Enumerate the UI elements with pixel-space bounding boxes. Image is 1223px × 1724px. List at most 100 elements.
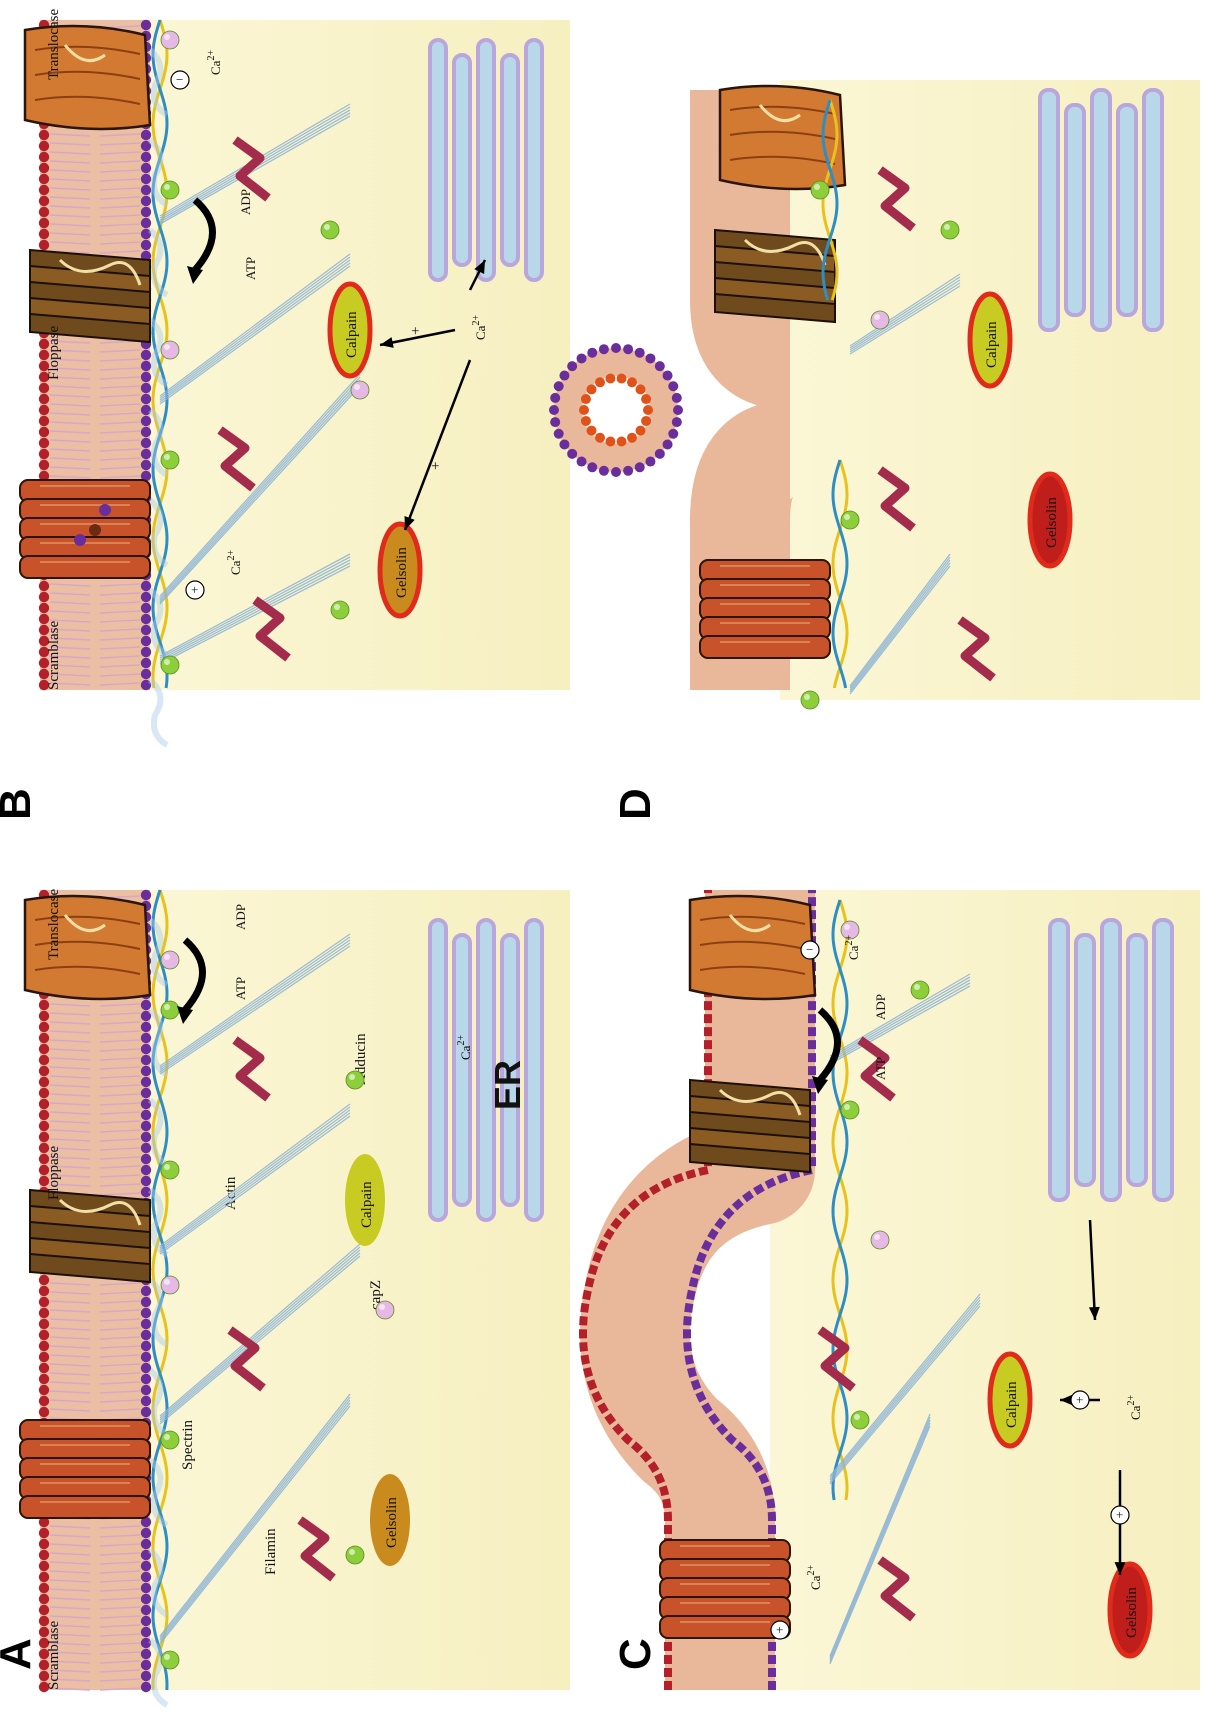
adducin-bead (346, 1071, 364, 1089)
exposed-ps-headgroup (89, 524, 101, 536)
panel-label-a: A (0, 1638, 40, 1670)
floppase-protein (690, 1080, 810, 1172)
calcium-influx-sign-c-sign: + (776, 1622, 783, 1637)
outer-headgroup (39, 1297, 49, 1307)
capz-bead-b-shine (164, 344, 170, 350)
calcium-charge: 2+ (206, 50, 217, 61)
inner-headgroup (141, 1385, 151, 1395)
adp-label-b: ADP (238, 189, 253, 215)
adducin-bead-b (161, 656, 179, 674)
translocase-protein (25, 896, 150, 999)
apoptotic-vesicle (549, 343, 683, 477)
inner-headgroup (141, 1022, 151, 1032)
inner-headgroup (141, 581, 151, 591)
vesicle-outer-headgroup (550, 393, 560, 403)
capz-bead (161, 951, 179, 969)
vesicle-inner-headgroup (581, 394, 591, 404)
vesicle-outer-headgroup (635, 462, 645, 472)
endoplasmic-reticulum (1040, 90, 1162, 330)
adducin-bead-d-shine (844, 514, 850, 520)
capz-bead-shine (164, 954, 170, 960)
vesicle-outer-headgroup (587, 348, 597, 358)
translocase-label-b: Translocase (46, 9, 62, 80)
adducin-bead-shine (164, 1654, 170, 1660)
outer-headgroup (39, 1099, 49, 1109)
inner-headgroup (141, 1671, 151, 1681)
outer-headgroup (39, 174, 49, 184)
vesicle-inner-headgroup (595, 377, 605, 387)
outer-headgroup (39, 185, 49, 195)
panel-c: GelsolinCalpain+Ca2+−Ca2+Ca2+++ATPADP (583, 890, 1200, 1690)
inner-headgroup (141, 1330, 151, 1340)
er-cisterna (1128, 935, 1146, 1185)
inner-headgroup (141, 1352, 151, 1362)
inner-headgroup (141, 427, 151, 437)
adducin-bead (161, 1431, 179, 1449)
calcium-efflux-sign-b-sign: − (176, 72, 183, 87)
er-cisterna (454, 935, 470, 1205)
outer-headgroup (39, 1022, 49, 1032)
outer-headgroup (39, 1000, 49, 1010)
vesicle-inner-headgroup (617, 373, 627, 383)
calpain-inactive-label: Calpain (359, 1181, 375, 1228)
outer-headgroup (39, 1594, 49, 1604)
inner-headgroup (141, 1297, 151, 1307)
inner-headgroup (141, 438, 151, 448)
vesicle-outer-headgroup (567, 449, 577, 459)
vesicle-inner-headgroup (643, 405, 653, 415)
calpain-active-c-label: Calpain (1004, 1381, 1020, 1428)
outer-headgroup (39, 163, 49, 173)
inner-headgroup (141, 1088, 151, 1098)
inner-headgroup (141, 372, 151, 382)
outer-headgroup (39, 416, 49, 426)
outer-headgroup (39, 1066, 49, 1076)
adp-label-c: ADP (873, 994, 888, 1020)
floppase-label: Floppase (46, 1145, 62, 1200)
outer-headgroup (39, 1561, 49, 1571)
adducin-bead-b (321, 221, 339, 239)
outer-headgroup (39, 438, 49, 448)
er-cisterna (454, 55, 470, 265)
inner-headgroup (141, 1660, 151, 1670)
vesicle-outer-headgroup (655, 449, 665, 459)
adducin-bead-shine (349, 1549, 355, 1555)
inner-headgroup (141, 1583, 151, 1593)
vesicle-outer-headgroup (587, 462, 597, 472)
adducin-bead-d-shine (814, 184, 820, 190)
inner-headgroup (141, 218, 151, 228)
adducin-bead-shine (164, 1004, 170, 1010)
scramblase-protein-d-helix (700, 636, 830, 658)
vesicle-outer-headgroup (599, 344, 609, 354)
inner-headgroup (141, 1561, 151, 1571)
capz-bead-d-shine (874, 314, 880, 320)
gelsolin-active-c-label: Gelsolin (1124, 1587, 1140, 1638)
outer-headgroup (39, 218, 49, 228)
vesicle-outer-headgroup (645, 353, 655, 363)
gelsolin-active-d-label: Gelsolin (1044, 497, 1060, 548)
calpain-active: Calpain (330, 284, 370, 376)
inner-headgroup (141, 394, 151, 404)
inner-headgroup (141, 196, 151, 206)
outer-headgroup (39, 240, 49, 250)
translocase-protein (690, 896, 815, 999)
gelsolin-plus-c-sign: + (1116, 1507, 1123, 1522)
vesicle-outer-headgroup (672, 417, 682, 427)
outer-headgroup (39, 603, 49, 613)
er-cisterna (526, 40, 542, 280)
er-cisterna (1040, 90, 1058, 330)
vesicle-inner-headgroup (636, 384, 646, 394)
adducin-bead-c (841, 1101, 859, 1119)
adducin-bead-c-shine (844, 1104, 850, 1110)
exposed-ps-headgroup (99, 504, 111, 516)
panel-b: ScramblaseFloppaseTranslocaseGelsolinCal… (20, 9, 570, 745)
inner-headgroup (141, 1066, 151, 1076)
outer-headgroup (39, 1033, 49, 1043)
capz-bead-b-shine (354, 384, 360, 390)
vesicle-outer-headgroup (577, 457, 587, 467)
capz-bead-shine (379, 1304, 385, 1310)
vesicle-outer-headgroup (655, 361, 665, 371)
vesicle-outer-headgroup (672, 393, 682, 403)
adducin-bead-shine (164, 1434, 170, 1440)
capz-bead-b (161, 341, 179, 359)
adducin-bead-d-shine (944, 224, 950, 230)
